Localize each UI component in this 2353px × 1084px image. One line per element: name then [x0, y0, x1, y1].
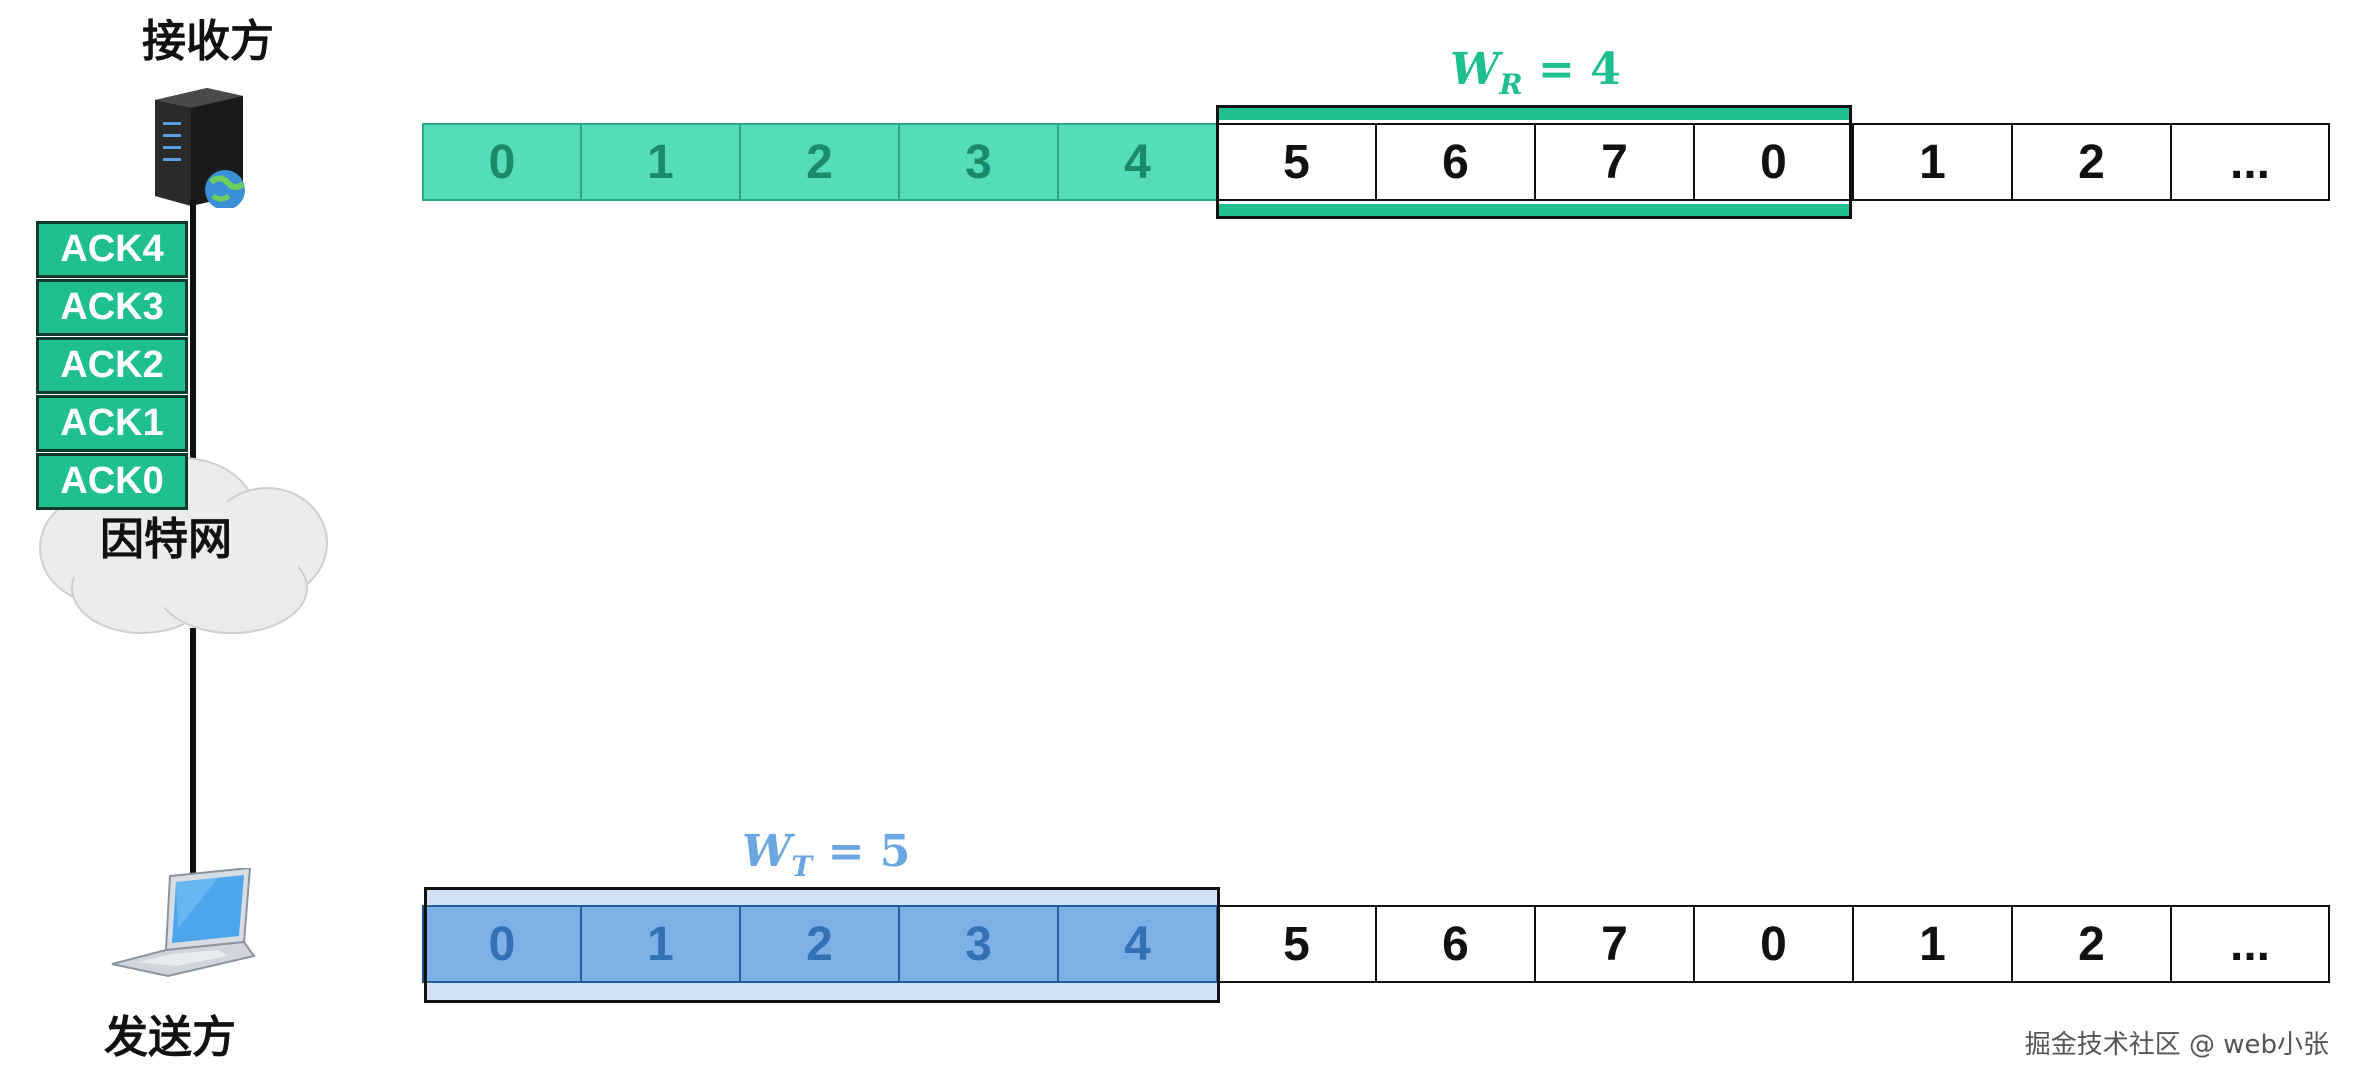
sender-cell: ... [2171, 905, 2330, 983]
sender-sequence-row: 0 1 2 3 4 5 6 7 0 1 2 ... [422, 905, 2330, 983]
receiver-cell: 5 [1217, 123, 1376, 201]
sender-cell-sent: 1 [581, 905, 740, 983]
send-window-label: WT = 5 [742, 826, 911, 883]
sender-cell: 5 [1217, 905, 1376, 983]
ack-stack: ACK4 ACK3 ACK2 ACK1 ACK0 [36, 221, 188, 511]
sender-cell-sent: 4 [1058, 905, 1217, 983]
receiver-cell: ... [2171, 123, 2330, 201]
receiver-cell: 0 [1694, 123, 1853, 201]
laptop-icon [111, 868, 256, 978]
ack-packet: ACK0 [36, 453, 188, 510]
receiver-label: 接收方 [142, 16, 274, 67]
receiver-cell-acked: 4 [1058, 123, 1217, 201]
ack-packet: ACK4 [36, 221, 188, 278]
connection-line-top [190, 200, 196, 500]
receive-window-label: WR = 4 [1450, 44, 1621, 101]
sender-label: 发送方 [104, 1012, 236, 1063]
receiver-cell-acked: 3 [899, 123, 1058, 201]
sender-cell-sent: 0 [422, 905, 581, 983]
sender-cell: 7 [1535, 905, 1694, 983]
sender-cell-sent: 3 [899, 905, 1058, 983]
sender-cell: 2 [2012, 905, 2171, 983]
sender-cell: 6 [1376, 905, 1535, 983]
receiver-cell-acked: 2 [740, 123, 899, 201]
server-icon [155, 88, 245, 208]
receiver-cell: 6 [1376, 123, 1535, 201]
internet-cloud-icon [39, 457, 328, 634]
watermark: 掘金技术社区 @ web小张 [2024, 1030, 2329, 1060]
receiver-cell: 2 [2012, 123, 2171, 201]
sender-cell-sent: 2 [740, 905, 899, 983]
connection-line-bottom [190, 628, 196, 890]
receiver-cell: 7 [1535, 123, 1694, 201]
ack-packet: ACK3 [36, 279, 188, 336]
ack-packet: ACK2 [36, 337, 188, 394]
receiver-cell: 1 [1853, 123, 2012, 201]
receiver-cell-acked: 1 [581, 123, 740, 201]
network-label: 因特网 [100, 514, 232, 565]
receiver-sequence-row: 0 1 2 3 4 5 6 7 0 1 2 ... [422, 123, 2330, 201]
sender-cell: 1 [1853, 905, 2012, 983]
receiver-cell-acked: 0 [422, 123, 581, 201]
ack-packet: ACK1 [36, 395, 188, 452]
sender-cell: 0 [1694, 905, 1853, 983]
